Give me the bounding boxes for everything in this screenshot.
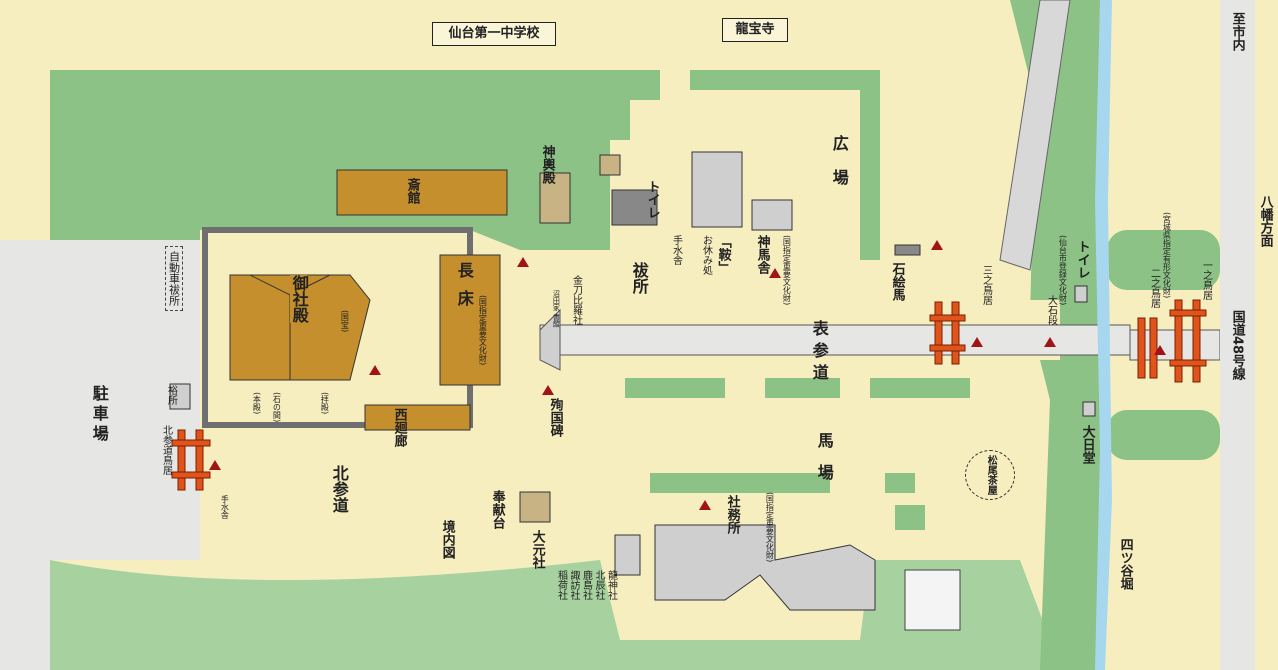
matsuo-chaya-label: 松尾茶屋 bbox=[985, 455, 997, 495]
saikanjo-label: 斎館 bbox=[404, 178, 420, 204]
massha-item: 北辰社 bbox=[593, 570, 604, 600]
honsha-note: (国宝) bbox=[340, 310, 350, 333]
massha-item: 諏訪社 bbox=[568, 570, 579, 600]
school-label: 仙台第一中学校 bbox=[432, 22, 556, 46]
sekisho-label: 裕所 bbox=[165, 385, 177, 405]
ishiema-label: 石絵馬 bbox=[889, 262, 905, 301]
keidaizu-label: 境内図 bbox=[439, 520, 455, 559]
kagurasho-label: 祓所 bbox=[629, 262, 649, 294]
shamusho-note: (国指定重要文化財) bbox=[765, 492, 775, 563]
jinmesha-label: 神馬舎 bbox=[754, 235, 770, 274]
matsuo-chaya-area: 松尾茶屋 bbox=[965, 450, 1015, 500]
hanagura-label: 「鞍」 bbox=[715, 235, 731, 274]
mikoshiden-label: 神輿殿 bbox=[539, 145, 555, 184]
massha-item: 稲荷社 bbox=[555, 570, 567, 600]
kita-sando-label: 北参道 bbox=[329, 465, 349, 513]
ninotorii-label: 二之鳥居 bbox=[1148, 268, 1160, 308]
chosho-note: (国指定重要文化財) bbox=[478, 295, 488, 366]
hachiman-label: 八幡方面 bbox=[1257, 195, 1273, 247]
oyasumidokoro-label: お休み処 bbox=[700, 235, 712, 275]
yotsuyabori-label: 四ツ谷堀 bbox=[1117, 538, 1133, 590]
parking-label: 駐車場 bbox=[89, 385, 109, 445]
chosho-label: 長床 bbox=[454, 262, 474, 318]
junshihi-label: 殉国碑 bbox=[547, 398, 563, 437]
toilet-east-label: トイレ bbox=[1074, 240, 1090, 279]
ninotorii-note: (宮城県指定有形文化財) bbox=[1162, 212, 1172, 299]
ryuhoji-label: 龍宝寺 bbox=[722, 18, 788, 42]
haiden-label: (拝殿) bbox=[320, 392, 330, 415]
shamusho-label: 社務所 bbox=[724, 495, 740, 534]
temizusha-west-label: 手水舎 bbox=[220, 495, 230, 519]
massha-item: 龍神社 bbox=[605, 570, 617, 600]
kita-torii-label: 北参道鳥居 bbox=[160, 425, 172, 475]
honden-label: (本殿) bbox=[252, 392, 262, 415]
ootourou-label: 大石段 bbox=[1045, 295, 1057, 325]
ishinoma-label: (石の間) bbox=[272, 392, 282, 423]
omote-sando-label: 表参道 bbox=[809, 320, 829, 386]
honsha-label: 御社殿 bbox=[289, 275, 309, 323]
dainichido-label: 大日堂 bbox=[1079, 425, 1095, 464]
kokudo-label: 国道48号線 bbox=[1229, 310, 1245, 381]
ichinotorii-label: 一之鳥居 bbox=[1200, 260, 1212, 300]
kanahira-note: 沼田家 書館 bbox=[552, 290, 561, 328]
jidosha-label: 自動車祓所 bbox=[165, 246, 183, 311]
jinmesha-note: (国指定重要文化財) bbox=[782, 235, 792, 306]
sannotorii-label: 三之鳥居 bbox=[980, 265, 992, 305]
temizusha-north-label: 手水舎 bbox=[670, 235, 682, 265]
toilet-north-label: トイレ bbox=[644, 180, 660, 219]
massha-list: 稲荷社 諏訪社 鹿島社 北辰社 龍神社 bbox=[555, 570, 617, 600]
massha-item: 鹿島社 bbox=[580, 570, 592, 600]
omotosha-label: 大元社 bbox=[529, 530, 545, 569]
hounoudai-label: 奉献台 bbox=[489, 490, 505, 529]
hiroba-label: 広場 bbox=[829, 135, 849, 203]
baba-label: 馬場 bbox=[814, 432, 834, 496]
ootourou-note: (仙台市登録文化財) bbox=[1058, 235, 1068, 306]
shinai-label: 至市内 bbox=[1229, 12, 1245, 51]
nishikairo-label: 西廻廊 bbox=[391, 408, 407, 447]
kanahira-label: 金刀比羅社 bbox=[570, 275, 582, 325]
